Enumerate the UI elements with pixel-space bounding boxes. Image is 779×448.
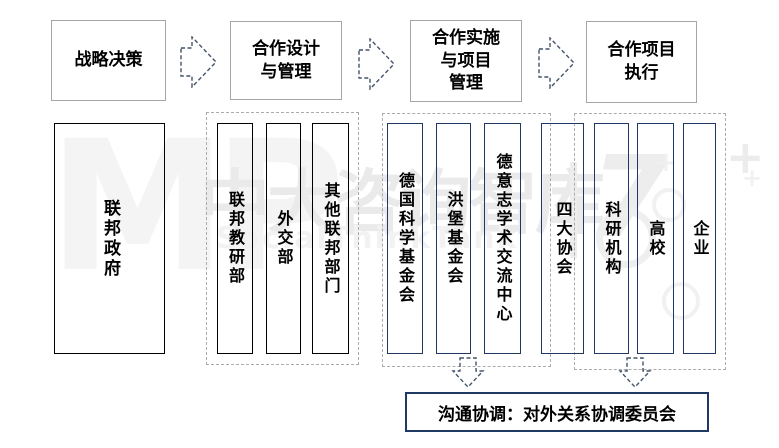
box-label: 联邦政府 [100, 198, 120, 279]
group-implementation-management [382, 113, 551, 367]
stage-label: 战略决策 [74, 50, 143, 71]
stage-box-cooperation-implementation: 合作实施 与项目 管理 [410, 20, 522, 102]
box-universities: 高校 [637, 123, 674, 354]
box-label: 其他联邦部门 [321, 181, 341, 296]
box-research-institutions: 科研机构 [594, 123, 629, 354]
stage-box-project-execution: 合作项目 执行 [586, 21, 697, 103]
stage-box-strategic-decision: 战略决策 [51, 20, 166, 101]
box-federal-government: 联邦政府 [54, 123, 165, 354]
coordination-committee-box: 沟通协调：对外关系协调委员会 [405, 392, 709, 432]
box-daad-exchange-center: 德意志学术交流中心 [484, 123, 521, 354]
box-humboldt-foundation: 洪堡基金会 [436, 123, 471, 354]
stage-label: 合作设计 与管理 [252, 38, 320, 82]
box-label: 德国科学基金会 [396, 172, 415, 305]
stage-box-cooperation-design: 合作设计 与管理 [230, 21, 342, 100]
stage-label: 合作实施 与项目 管理 [432, 27, 500, 94]
box-label: 洪堡基金会 [444, 191, 464, 286]
box-label: 外交部 [274, 210, 294, 267]
box-label: 四大协会 [553, 200, 573, 277]
flow-arrow-down-icon [618, 357, 652, 388]
box-other-federal-departments: 其他联邦部门 [312, 123, 349, 354]
box-foreign-ministry: 外交部 [266, 123, 301, 354]
box-label: 高校 [646, 219, 666, 258]
stage-label: 合作项目 执行 [607, 40, 676, 83]
flow-arrow-down-icon [451, 357, 485, 388]
flow-arrow-right-icon [180, 36, 217, 88]
box-label: 联邦教研部 [226, 191, 245, 286]
coordination-label: 沟通协调：对外关系协调委员会 [438, 404, 676, 425]
group-design-management [206, 112, 359, 365]
flow-arrow-right-icon [538, 37, 575, 89]
box-german-science-foundation: 德国科学基金会 [387, 123, 423, 354]
box-four-associations: 四大协会 [541, 123, 584, 354]
box-enterprises: 企业 [683, 123, 716, 354]
box-label: 德意志学术交流中心 [493, 153, 513, 324]
box-federal-education-research-ministry: 联邦教研部 [217, 123, 253, 354]
flow-arrow-right-icon [358, 38, 395, 90]
box-label: 企业 [690, 219, 710, 258]
box-label: 科研机构 [602, 200, 622, 277]
